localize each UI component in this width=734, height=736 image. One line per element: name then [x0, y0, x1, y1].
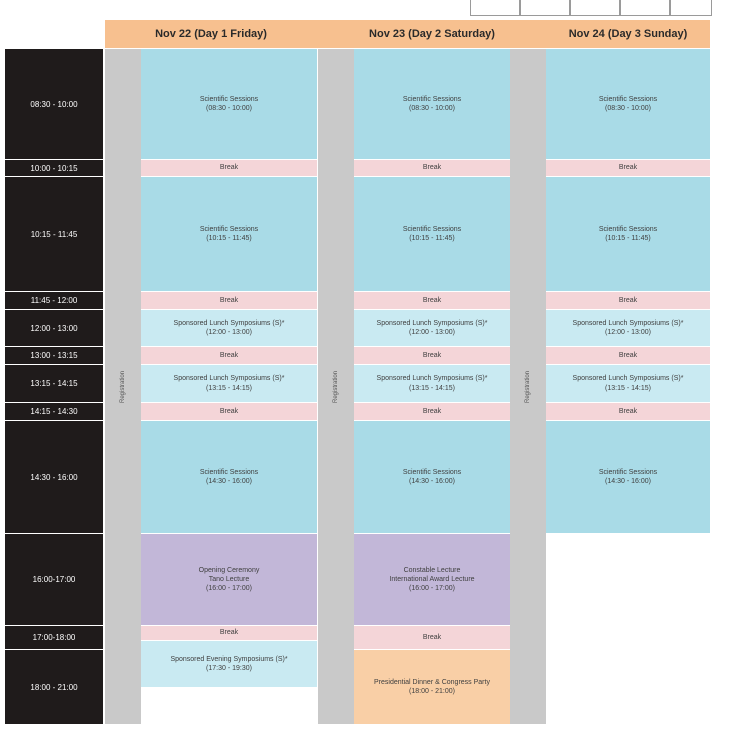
top-edge-box [520, 0, 570, 16]
registration-label: Registration [524, 370, 531, 403]
time-slot: 11:45 - 12:00 [5, 292, 103, 309]
time-slot: 10:15 - 11:45 [5, 177, 103, 291]
break-block: Break [141, 347, 317, 364]
top-edge-box [620, 0, 670, 16]
day-header-3: Nov 24 (Day 3 Sunday) [568, 28, 688, 40]
top-edge-box [570, 0, 620, 16]
lunch-symposium-block: Sponsored Lunch Symposiums (S)*(13:15 - … [546, 365, 710, 402]
registration-column-day3: Registration [510, 49, 546, 724]
session-block: Scientific Sessions(10:15 - 11:45) [546, 177, 710, 291]
lunch-symposium-block: Sponsored Lunch Symposiums (S)*(12:00 - … [354, 310, 510, 346]
registration-label: Registration [332, 370, 339, 403]
day-header-bar [105, 20, 710, 48]
time-slot: 13:15 - 14:15 [5, 365, 103, 402]
break-block: Break [141, 292, 317, 309]
session-block: Scientific Sessions(14:30 - 16:00) [546, 421, 710, 533]
break-block: Break [354, 403, 510, 420]
registration-column-day2: Registration [318, 49, 354, 724]
day-header-1: Nov 22 (Day 1 Friday) [155, 28, 267, 40]
top-edge-box [470, 0, 520, 16]
session-block: Scientific Sessions(14:30 - 16:00) [354, 421, 510, 533]
time-slot: 18:00 - 21:00 [5, 650, 103, 724]
break-block: Break [546, 292, 710, 309]
break-block: Break [546, 403, 710, 420]
session-block: Scientific Sessions(08:30 - 10:00) [546, 49, 710, 159]
break-block: Break [141, 160, 317, 176]
session-block: Scientific Sessions(10:15 - 11:45) [141, 177, 317, 291]
time-slot: 10:00 - 10:15 [5, 160, 103, 176]
lunch-symposium-block: Sponsored Lunch Symposiums (S)*(12:00 - … [546, 310, 710, 346]
break-block: Break [354, 292, 510, 309]
session-block: Scientific Sessions(14:30 - 16:00) [141, 421, 317, 533]
break-block: Break [354, 160, 510, 176]
registration-column-day1: Registration [105, 49, 141, 724]
time-slot: 16:00-17:00 [5, 534, 103, 625]
break-block: Break [546, 347, 710, 364]
evening-symposium-block: Sponsored Evening Symposiums (S)*(17:30 … [141, 641, 317, 687]
break-block: Break [141, 403, 317, 420]
break-block: Break [354, 347, 510, 364]
session-block: Scientific Sessions(08:30 - 10:00) [141, 49, 317, 159]
time-slot: 08:30 - 10:00 [5, 49, 103, 159]
top-edge-box [670, 0, 712, 16]
session-block: Scientific Sessions(08:30 - 10:00) [354, 49, 510, 159]
lunch-symposium-block: Sponsored Lunch Symposiums (S)*(13:15 - … [354, 365, 510, 402]
time-slot: 13:00 - 13:15 [5, 347, 103, 364]
registration-label: Registration [119, 370, 126, 403]
lunch-symposium-block: Sponsored Lunch Symposiums (S)*(13:15 - … [141, 365, 317, 402]
break-block: Break [354, 626, 510, 649]
time-slot: 14:30 - 16:00 [5, 421, 103, 533]
session-block: Scientific Sessions(10:15 - 11:45) [354, 177, 510, 291]
break-block: Break [546, 160, 710, 176]
dinner-party-block: Presidential Dinner & Congress Party(18:… [354, 650, 510, 724]
lunch-symposium-block: Sponsored Lunch Symposiums (S)*(12:00 - … [141, 310, 317, 346]
time-slot: 14:15 - 14:30 [5, 403, 103, 420]
time-slot: 17:00-18:00 [5, 626, 103, 649]
break-block: Break [141, 626, 317, 640]
day-header-2: Nov 23 (Day 2 Saturday) [369, 28, 495, 40]
time-slot: 12:00 - 13:00 [5, 310, 103, 346]
